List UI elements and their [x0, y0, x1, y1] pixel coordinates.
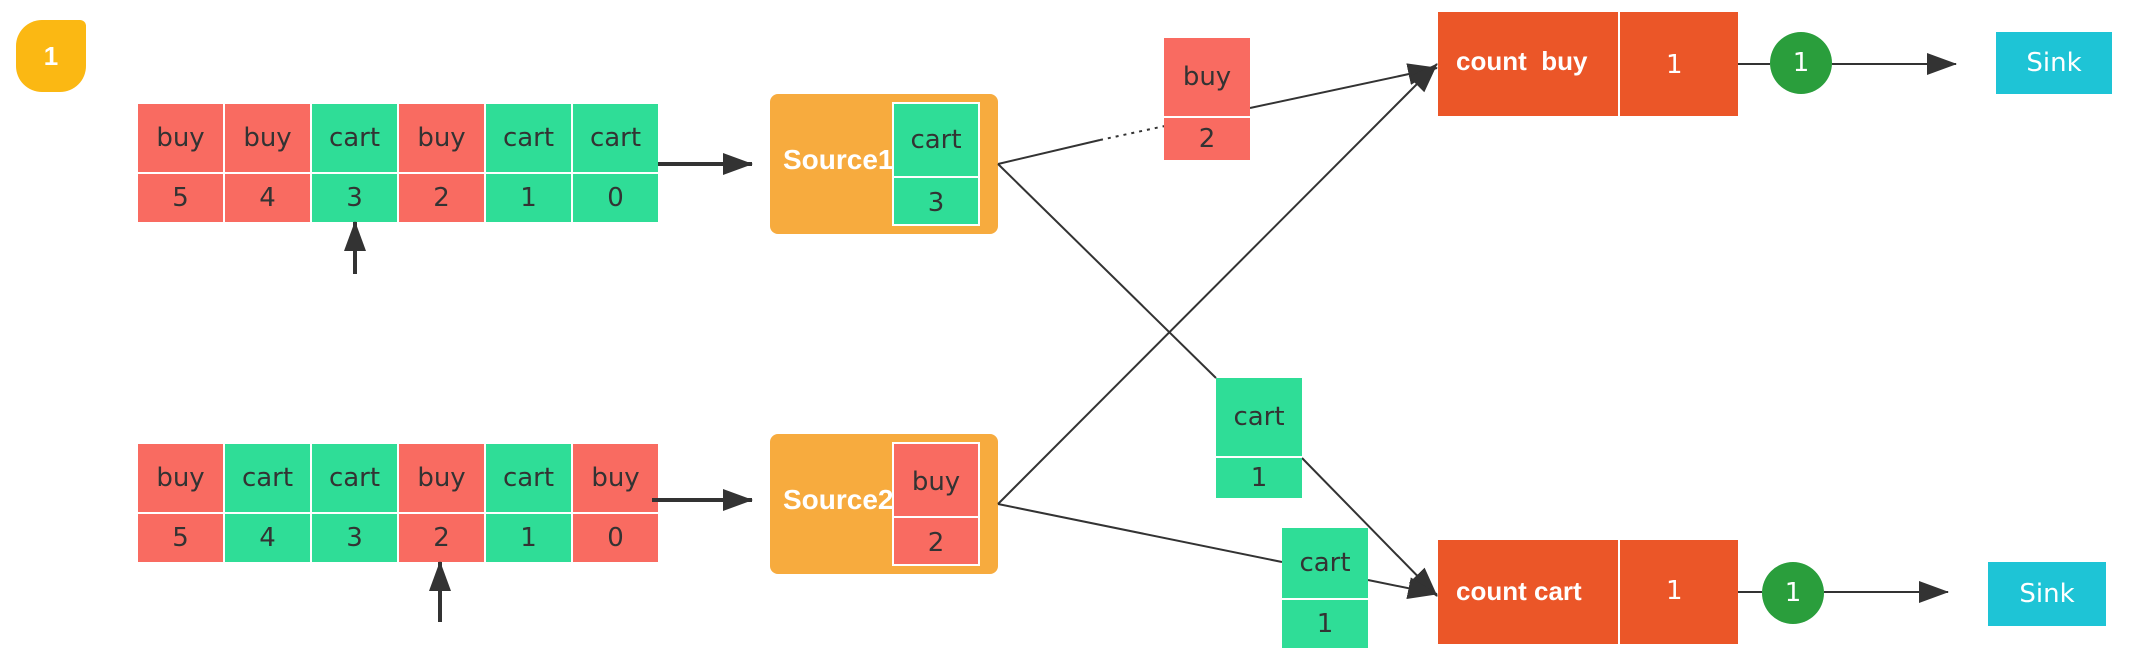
source2-to-cart-low-line: [997, 503, 1283, 563]
sink-buy: Sink: [1996, 32, 2112, 94]
stream2-event-type: buy: [399, 444, 486, 514]
source2-event-type-text: buy: [911, 467, 961, 497]
source1-to-buy-line: [997, 139, 1101, 165]
stream1-event-type: cart: [486, 104, 573, 174]
source2-label: Source2: [783, 484, 894, 515]
stream2-event-id: 0: [573, 514, 660, 562]
stream2-event-type: buy: [138, 444, 225, 514]
stream2-event-id: 2: [399, 514, 486, 562]
stream2-event-type: cart: [486, 444, 573, 514]
count-cart-label: count cart: [1456, 576, 1582, 606]
source2-event-type: [892, 442, 980, 518]
stream1-event-type: buy: [138, 104, 225, 174]
stream1-event-type: cart: [573, 104, 660, 174]
source2-event-id-text: 2: [927, 528, 945, 558]
cart-mid-to-count-cart-arrow: [1301, 457, 1438, 597]
in-flight-buy-type: buy: [1164, 38, 1250, 118]
stream2-event-type: buy: [573, 444, 660, 514]
stream2-event-type: cart: [225, 444, 312, 514]
source1-event-id-text: 3: [927, 188, 945, 218]
stream1-event-id: 0: [573, 174, 660, 222]
count-buy-divider: [1618, 12, 1620, 116]
buy-to-count-buy-arrow: [1249, 63, 1438, 109]
source1-to-cart-mid-line: [997, 163, 1217, 379]
stream2-event-id: 4: [225, 514, 312, 562]
source1-to-buy-dotted: [1099, 125, 1166, 141]
count-cart-divider: [1618, 540, 1620, 644]
stream1-event-id: 3: [312, 174, 399, 222]
in-flight-cart-low-type: cart: [1282, 528, 1368, 600]
step-badge: 1: [16, 20, 86, 92]
count-cart-operator: [1438, 540, 1738, 644]
in-flight-cart-mid-type: cart: [1216, 378, 1302, 458]
count-buy-emitted-circle: 1: [1770, 32, 1832, 94]
sink-cart: Sink: [1988, 562, 2106, 626]
stream2-event-type: cart: [312, 444, 399, 514]
stream1-event-id: 4: [225, 174, 312, 222]
source2-event-id: [892, 516, 980, 566]
in-flight-cart-mid-id: 1: [1216, 458, 1302, 498]
count-cart-value: 1: [1666, 576, 1683, 606]
source2-to-count-buy-arrow: [997, 63, 1438, 505]
stream2-event-id: 1: [486, 514, 573, 562]
stream1-event-id: 5: [138, 174, 225, 222]
in-flight-buy-id: 2: [1164, 118, 1250, 160]
count-buy-operator: [1438, 12, 1738, 116]
source1-event-type-text: cart: [910, 125, 962, 155]
stream1-event-type: buy: [399, 104, 486, 174]
source1-event-id: [892, 176, 980, 226]
count-buy-value: 1: [1666, 50, 1683, 80]
stream1-event-id: 2: [399, 174, 486, 222]
in-flight-cart-low-id: 1: [1282, 600, 1368, 648]
stream2-event-id: 5: [138, 514, 225, 562]
stream1-event-type: cart: [312, 104, 399, 174]
count-buy-label: count buy: [1456, 46, 1588, 76]
stream1-event-id: 1: [486, 174, 573, 222]
stream1-event-type: buy: [225, 104, 312, 174]
stream2-event-id: 3: [312, 514, 399, 562]
count-cart-emitted-circle: 1: [1762, 562, 1824, 624]
cart-low-to-count-cart-arrow: [1367, 577, 1438, 600]
source1-label: Source1: [783, 144, 894, 175]
